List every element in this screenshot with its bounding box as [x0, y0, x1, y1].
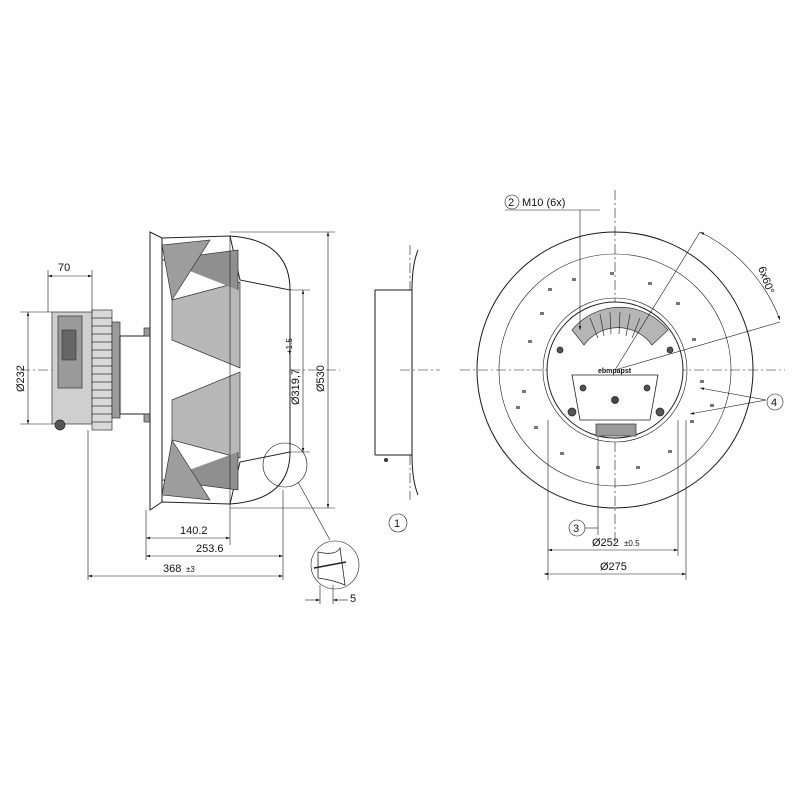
dim-319-tol: +1.5 — [285, 338, 294, 354]
callout-1: 1 — [394, 518, 400, 530]
callout-3: 3 — [573, 523, 579, 535]
dim-275: Ø275 — [600, 561, 627, 573]
dim-253: 253.6 — [196, 543, 224, 555]
cooling-grille — [571, 306, 669, 346]
dim-530: Ø530 — [315, 365, 327, 392]
front-view: ebmpapst 2 M10 (6x) 6x60° 4 3 Ø252 ±0.5 … — [460, 190, 785, 580]
callout-4: 4 — [771, 397, 777, 409]
dim-252: Ø252 — [592, 537, 619, 549]
callout-4-circle — [766, 393, 784, 411]
dim-368: 368 — [163, 563, 181, 575]
dim-319: Ø319,7 — [290, 369, 302, 405]
side-view: 70 Ø232 Ø319,7 +1.5 Ø530 140.2 253.6 368… — [15, 231, 360, 605]
connector-block — [595, 423, 637, 437]
detail-circle — [262, 442, 308, 488]
m10-label: M10 (6x) — [522, 197, 565, 209]
outer-ring — [476, 231, 754, 509]
dim-368-tol: ±3 — [186, 565, 195, 574]
cooling-fins — [91, 309, 121, 431]
dim-140: 140.2 — [180, 525, 208, 537]
callout-2-circle — [504, 194, 520, 210]
dim-70: 70 — [58, 262, 70, 274]
dim-232: Ø232 — [15, 365, 27, 392]
inlet-ring-view: 1 — [374, 245, 440, 533]
brand-logo: ebmpapst — [598, 368, 632, 375]
callout-2: 2 — [508, 197, 514, 209]
detail-view: 5 — [305, 540, 360, 605]
dim-252-tol: ±0.5 — [624, 539, 640, 548]
callout-1-circle — [388, 513, 408, 533]
dim-5: 5 — [350, 593, 356, 605]
